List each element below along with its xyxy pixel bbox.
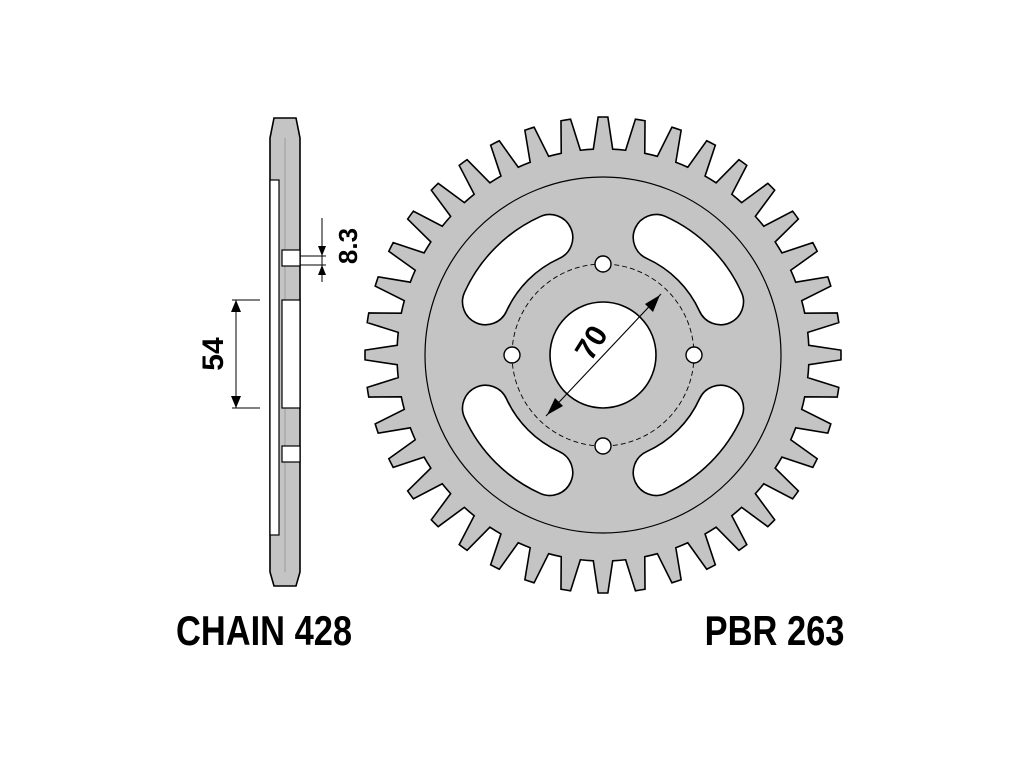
thickness-label: 8.3 xyxy=(333,228,363,264)
lightening-slot xyxy=(632,213,745,326)
bolt-hole xyxy=(594,437,612,455)
offset-label: 54 xyxy=(197,337,230,371)
lightening-slot xyxy=(461,213,574,326)
side-profile-hub-center xyxy=(281,299,301,409)
side-profile-hub-slot-lower xyxy=(281,445,301,463)
bolt-hole xyxy=(503,346,521,364)
thickness-dimension: 8.3 xyxy=(300,218,363,282)
tooth-root-circle xyxy=(424,176,782,534)
part-number-label: PBR 263 xyxy=(704,607,844,654)
bolt-holes xyxy=(503,255,703,455)
side-view: 8.3 54 xyxy=(197,117,363,587)
lightening-slot xyxy=(461,384,574,497)
side-profile-flange-strip xyxy=(269,179,280,536)
bolt-hole xyxy=(594,255,612,273)
bolt-hole xyxy=(685,346,703,364)
chain-size-label: CHAIN 428 xyxy=(176,607,353,654)
offset-dimension: 54 xyxy=(197,299,260,409)
lightening-slot xyxy=(632,384,745,497)
side-profile-hub-slot-upper xyxy=(281,249,301,267)
front-view: 70 xyxy=(364,116,842,594)
lightening-slots xyxy=(461,213,745,497)
